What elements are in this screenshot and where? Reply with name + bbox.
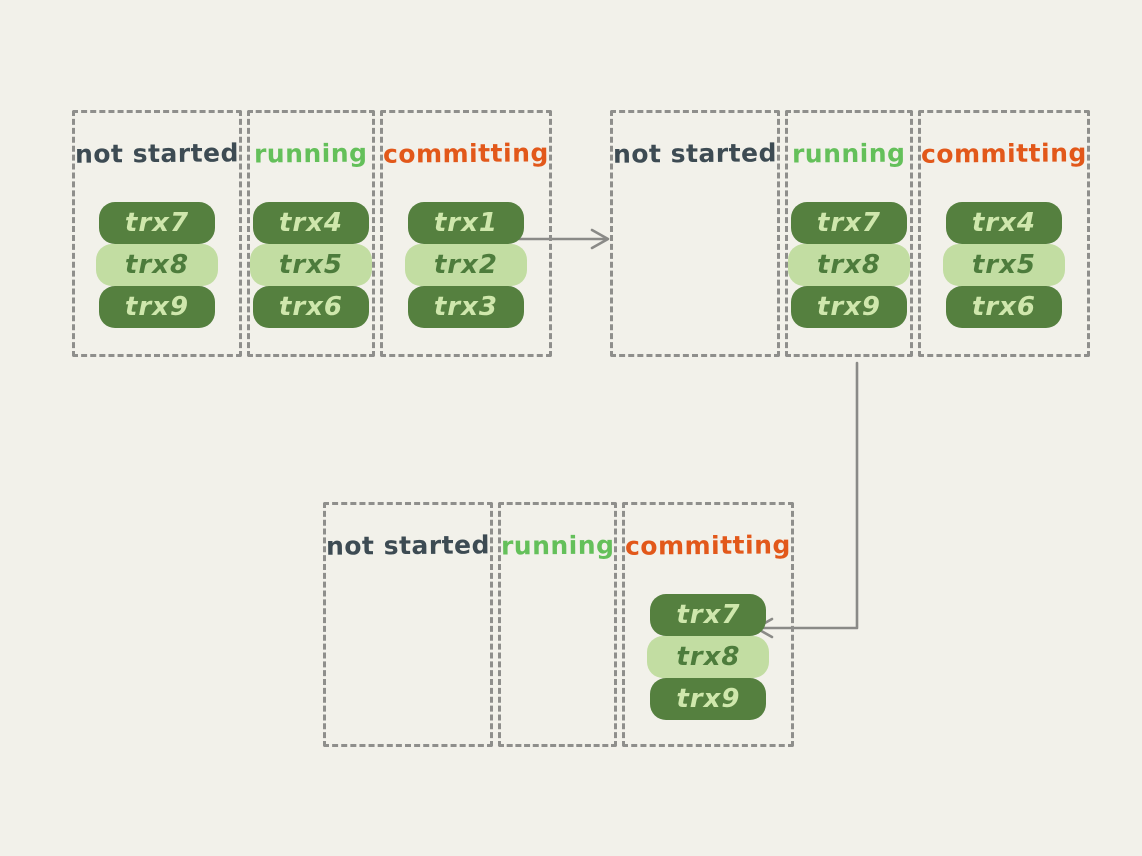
trx-pill: trx8 [95, 244, 218, 286]
trx-pill: trx9 [790, 286, 907, 328]
trx-pill: trx6 [945, 286, 1062, 328]
state-panel-1: not started trx7 trx8 trx9 running trx4 … [72, 110, 552, 357]
arrow-right-head-icon [590, 228, 610, 250]
column-not-started: not started trx7 trx8 trx9 [72, 110, 242, 357]
column-heading-running: running [254, 138, 368, 169]
column-heading-committing: committing [920, 138, 1087, 169]
column-committing: committing trx7 trx8 trx9 [622, 502, 795, 747]
trx-pill: trx8 [787, 244, 910, 286]
pill-stack: trx4 trx5 trx6 [249, 202, 372, 328]
trx-pill: trx5 [249, 244, 372, 286]
trx-pill: trx4 [945, 202, 1062, 244]
trx-pill: trx1 [407, 202, 524, 244]
trx-pill: trx7 [98, 202, 215, 244]
trx-pill: trx3 [407, 286, 524, 328]
state-panel-2: not started running trx7 trx8 trx9 commi… [610, 110, 1090, 357]
trx-pill: trx9 [650, 678, 767, 720]
pill-stack: trx7 trx8 trx9 [787, 202, 910, 328]
column-not-started: not started [323, 502, 493, 747]
column-running: running trx4 trx5 trx6 [246, 110, 375, 357]
column-heading-running: running [792, 138, 906, 169]
pill-stack: trx1 trx2 trx3 [404, 202, 527, 328]
trx-pill: trx9 [98, 286, 215, 328]
column-committing: committing trx4 trx5 trx6 [917, 110, 1090, 357]
pill-stack: trx7 trx8 trx9 [647, 594, 770, 720]
trx-pill: trx4 [252, 202, 369, 244]
trx-pill: trx8 [647, 636, 770, 678]
column-heading-not-started: not started [74, 138, 240, 169]
state-panel-3: not started running committing trx7 trx8… [323, 502, 795, 747]
column-heading-committing: committing [382, 138, 549, 169]
trx-pill: trx7 [790, 202, 907, 244]
trx-pill: trx5 [942, 244, 1065, 286]
column-running: running [497, 502, 618, 747]
column-heading-not-started: not started [325, 530, 491, 561]
trx-pill: trx2 [404, 244, 527, 286]
column-not-started: not started [610, 110, 780, 357]
column-running: running trx7 trx8 trx9 [784, 110, 913, 357]
trx-pill: trx7 [650, 594, 767, 636]
pill-stack: trx7 trx8 trx9 [95, 202, 218, 328]
column-heading-not-started: not started [612, 138, 778, 169]
column-heading-committing: committing [625, 530, 792, 561]
column-committing: committing trx1 trx2 trx3 [379, 110, 552, 357]
trx-pill: trx6 [252, 286, 369, 328]
column-heading-running: running [500, 530, 615, 561]
pill-stack: trx4 trx5 trx6 [942, 202, 1065, 328]
